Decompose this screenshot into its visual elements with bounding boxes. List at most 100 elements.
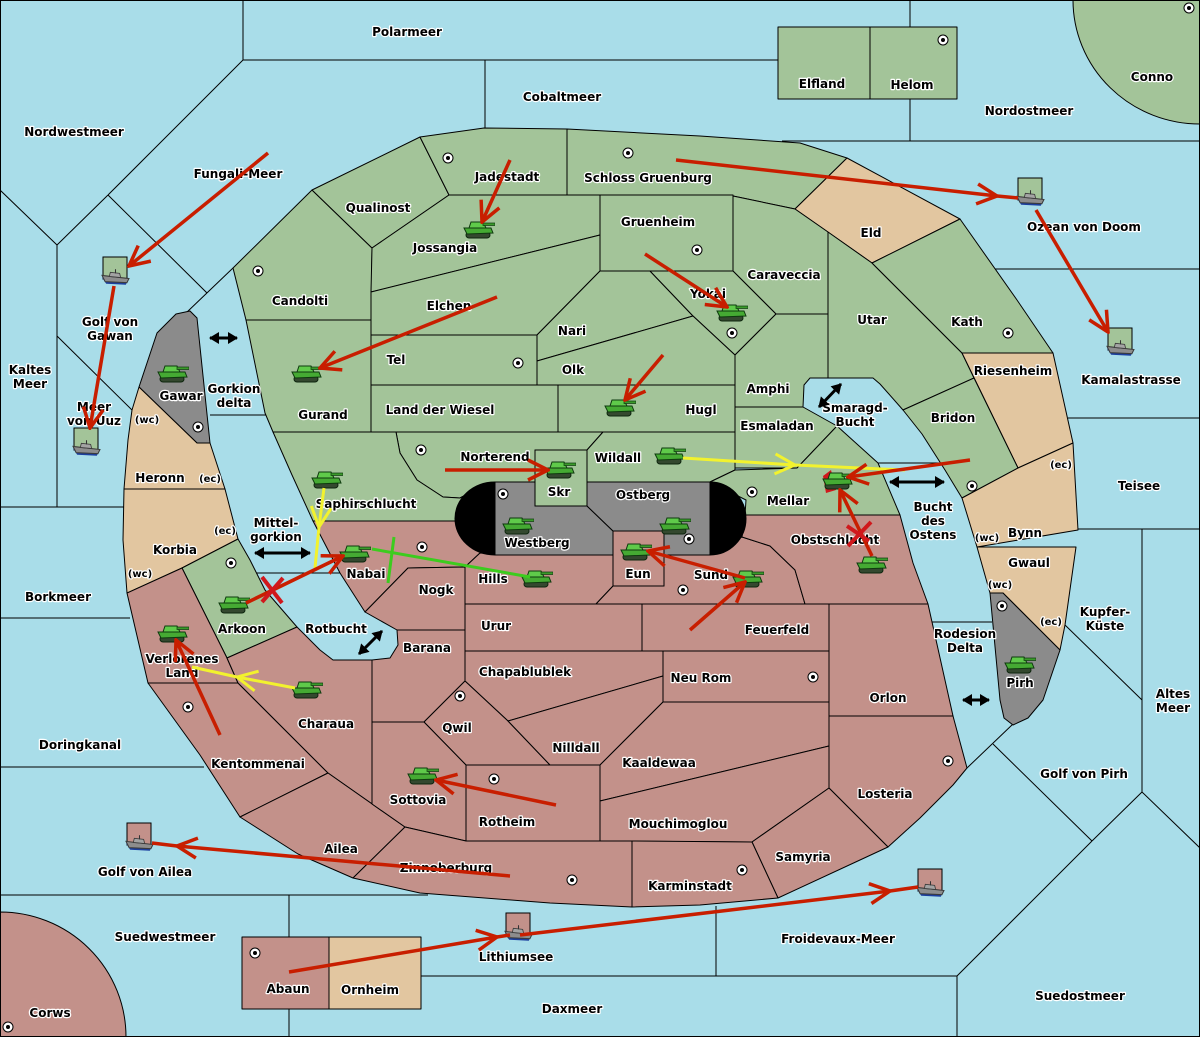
label-fungali-meer: Fungali-Meer (194, 167, 283, 181)
label-heronn: Heronn (135, 471, 184, 485)
fleet-unit-golf-von-ailea[interactable] (125, 822, 154, 852)
province-kath[interactable] (871, 218, 1054, 354)
fleet-unit-lithiumsee[interactable] (504, 912, 533, 942)
order-move-arrow (320, 295, 498, 368)
supply-center-icon (225, 557, 237, 569)
fleet-unit-kamalastrasse[interactable] (1106, 327, 1135, 357)
label-sottovia: Sottovia (390, 793, 447, 807)
label-rotheim: Rotheim (479, 815, 536, 829)
supply-center-icon (683, 533, 695, 545)
label-corws: Corws (29, 1006, 70, 1020)
units (72, 177, 1135, 942)
label-kamalastrasse: Kamalastrasse (1081, 373, 1181, 387)
order-move-arrow (90, 285, 116, 428)
label-nogk: Nogk (419, 583, 455, 597)
label-nari: Nari (558, 324, 586, 338)
label-eun: Eun (625, 567, 650, 581)
fleet-unit-froidevaux-meer[interactable] (916, 868, 945, 898)
label-bynn: Bynn (1008, 526, 1042, 540)
province-conno[interactable] (1072, 0, 1200, 125)
label-kath: Kath (951, 315, 983, 329)
label-mouchimoglou: Mouchimoglou (629, 817, 728, 831)
province-bynn[interactable] (961, 442, 1079, 548)
order-move-arrow (176, 640, 222, 736)
label-urur: Urur (481, 619, 511, 633)
province-corws[interactable] (0, 911, 127, 1037)
label-froidevaux-meer: Froidevaux-Meer (781, 932, 895, 946)
supply-center-icon (726, 327, 738, 339)
label-utar: Utar (857, 313, 887, 327)
province-karminstadt[interactable] (631, 840, 779, 908)
label-mittelgorkion: Mittel-gorkion (250, 516, 302, 544)
label-nordwestmeer: Nordwestmeer (24, 125, 124, 139)
label-qualinost: Qualinost (346, 201, 411, 215)
label-elfland: Elfland (799, 77, 845, 91)
province-rotheim[interactable] (465, 764, 601, 842)
coast-label-heronn-ec: (ec) (199, 474, 221, 485)
order-move-arrow (1034, 209, 1108, 332)
label-samyria: Samyria (775, 850, 830, 864)
crossing-double-arrow (357, 629, 384, 656)
fleet-unit-ozean-von-doom[interactable] (1016, 177, 1045, 207)
order-move-arrow (151, 843, 511, 878)
order-move-arrow (675, 158, 1019, 198)
province-gruenheim[interactable] (599, 194, 734, 272)
supply-center-icon (416, 541, 428, 553)
supply-center-icon (2, 1021, 14, 1033)
label-nilldall: Nilldall (552, 741, 599, 755)
supply-center-icon (566, 874, 578, 886)
label-ozean-von-doom: Ozean von Doom (1027, 220, 1141, 234)
province-samyria[interactable] (751, 787, 889, 899)
province-labels: Candolti Qualinost Jadestadt Schloss Gru… (28, 69, 1174, 1021)
supply-center-icon (488, 773, 500, 785)
label-candolti: Candolti (272, 294, 328, 308)
label-hugl: Hugl (685, 403, 716, 417)
order-move-arrow (625, 353, 665, 400)
label-riesenheim: Riesenheim (974, 364, 1053, 378)
coast-label-bynn-ec: (ec) (1050, 460, 1072, 471)
province-ornheim[interactable] (328, 936, 422, 1010)
label-pirh: Pirh (1006, 676, 1033, 690)
order-move-arrow (648, 551, 746, 580)
fleet-unit-meer-von-uuz[interactable] (72, 427, 101, 457)
order-move-arrow (436, 780, 557, 807)
label-esmaladan: Esmaladan (740, 419, 813, 433)
label-rotbucht: Rotbucht (305, 622, 367, 636)
coast-label-bynn-wc: (wc) (975, 533, 999, 544)
label-cobaltmeer: Cobaltmeer (523, 90, 601, 104)
province-elfland[interactable] (777, 26, 871, 100)
label-bridon: Bridon (931, 411, 976, 425)
fleet-unit-golf-von-gawan[interactable] (101, 256, 130, 286)
label-kentommenai: Kentommenai (211, 757, 305, 771)
label-teisee: Teisee (1118, 479, 1160, 493)
label-gawar: Gawar (159, 389, 202, 403)
label-mellar: Mellar (767, 494, 809, 508)
label-neu-rom: Neu Rom (671, 671, 732, 685)
label-polarmeer: Polarmeer (372, 25, 442, 39)
supply-center-icon (192, 421, 204, 433)
label-golf-von-pirh: Golf von Pirh (1040, 767, 1128, 781)
label-land-der-wiesel: Land der Wiesel (386, 403, 495, 417)
supply-center-icon (937, 34, 949, 46)
label-hills: Hills (478, 572, 508, 586)
label-jadestadt: Jadestadt (474, 170, 540, 184)
label-schloss-gruenburg: Schloss Gruenburg (584, 171, 712, 185)
order-move-arrow (688, 582, 745, 632)
label-golf-von-ailea: Golf von Ailea (98, 865, 192, 879)
impassable-cap-west (454, 481, 496, 556)
label-karminstadt: Karminstadt (648, 879, 732, 893)
label-suedostmeer: Suedostmeer (1035, 989, 1125, 1003)
supply-center-icon (454, 690, 466, 702)
province-zinnoberburg[interactable] (352, 826, 633, 908)
order-move-arrow (288, 935, 511, 974)
order-support-arrow (315, 487, 324, 569)
label-tel: Tel (387, 353, 406, 367)
label-gruenheim: Gruenheim (621, 215, 695, 229)
label-charaua: Charaua (298, 717, 354, 731)
